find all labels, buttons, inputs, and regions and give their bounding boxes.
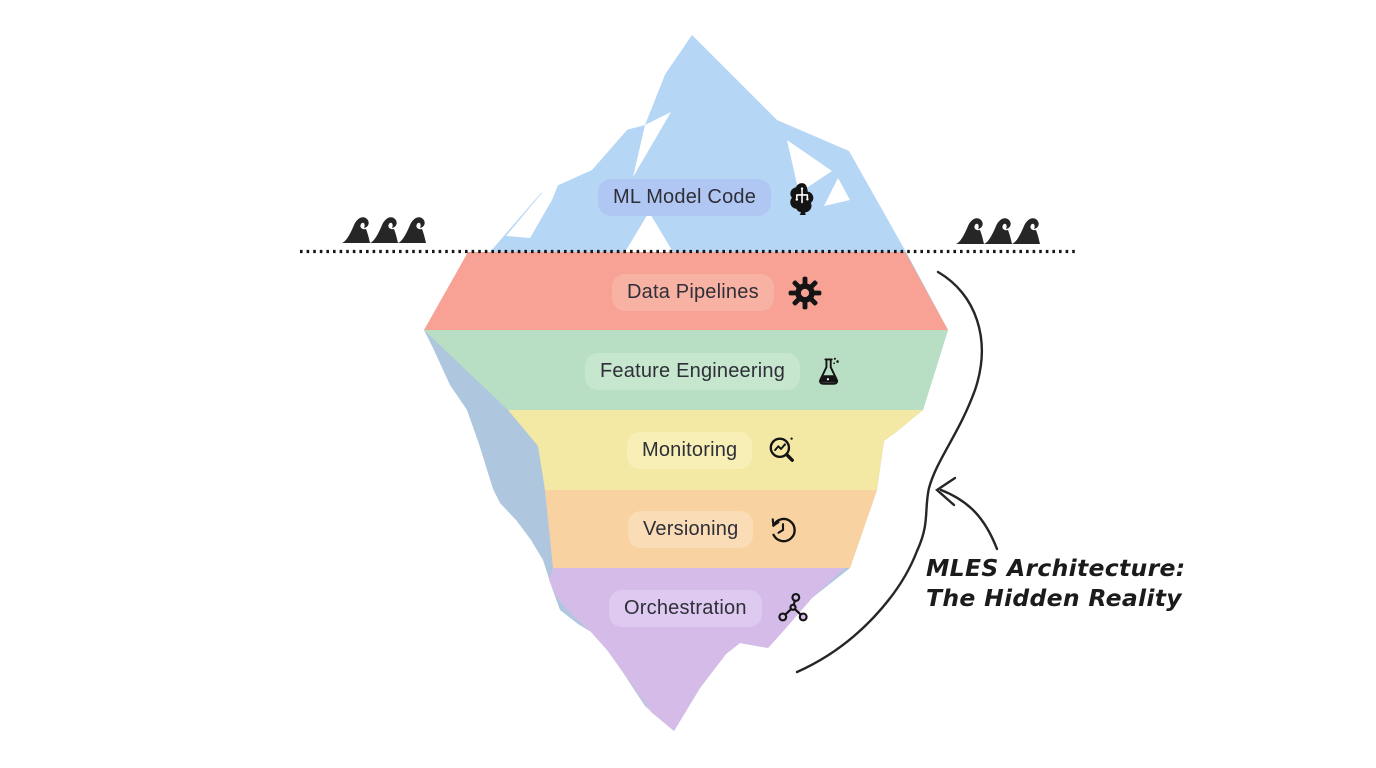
wave-icon-left (342, 217, 426, 243)
annotation-line-2: The Hidden Reality (926, 584, 1182, 612)
layer-pill-orchestration: Orchestration (609, 590, 762, 627)
flask-icon (814, 356, 844, 388)
layer-feature-engineering: Feature Engineering (585, 353, 844, 390)
network-nodes-icon (776, 592, 810, 626)
layer-monitoring: Monitoring (627, 432, 798, 469)
wave-icon-right (956, 218, 1040, 244)
annotation-arrow (935, 476, 999, 551)
brace-curve (795, 270, 983, 674)
layer-pill-data-pipelines: Data Pipelines (612, 274, 774, 311)
history-clock-icon (767, 514, 799, 546)
layer-pill-versioning: Versioning (628, 511, 754, 548)
gear-icon (788, 276, 822, 310)
layer-pill-ml-model-code: ML Model Code (598, 179, 772, 216)
layer-orchestration: Orchestration (609, 590, 810, 627)
iceberg-facets (506, 62, 850, 252)
layer-pill-feature-engineering: Feature Engineering (585, 353, 801, 390)
layer-ml-model-code: ML Model Code (598, 179, 821, 216)
iceberg-above-shape (490, 35, 906, 252)
chart-magnifier-icon (766, 435, 798, 467)
brain-icon (785, 181, 821, 215)
layer-versioning: Versioning (628, 511, 799, 548)
layer-pill-monitoring: Monitoring (627, 432, 753, 469)
annotation-line-1: MLES Architecture: (926, 554, 1186, 582)
annotation-text: MLES Architecture: The Hidden Reality (926, 553, 1185, 613)
layer-data-pipelines: Data Pipelines (612, 274, 822, 311)
